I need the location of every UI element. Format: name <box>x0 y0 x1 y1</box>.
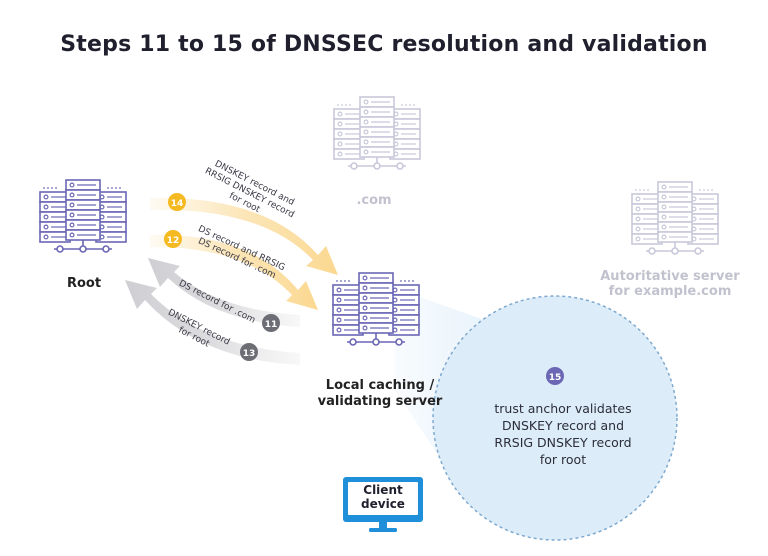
resolver-label-line2: validating server <box>317 394 443 409</box>
root-server-icon <box>39 179 127 253</box>
resolver-server-icon <box>332 272 420 346</box>
arrow-12-label: DS record and RRSIG DS record for .com <box>196 224 286 281</box>
validation-text-line2: DNSKEY record and <box>501 418 625 433</box>
svg-text:13: 13 <box>243 349 256 359</box>
client-label-line2: device <box>361 497 405 511</box>
step-15-badge: 15 <box>546 367 564 385</box>
validation-circle <box>432 295 678 541</box>
page-title: Steps 11 to 15 of DNSSEC resolution and … <box>60 32 708 57</box>
arrow-11 <box>148 258 300 327</box>
client-label-line1: Client <box>363 483 403 497</box>
validation-text-line1: trust anchor validates <box>494 401 632 416</box>
com-label: .com <box>356 193 392 208</box>
svg-text:11: 11 <box>265 320 278 330</box>
authoritative-server-icon <box>631 181 719 255</box>
svg-text:14: 14 <box>171 199 184 209</box>
authoritative-label: Autoritative server for example.com <box>590 269 750 299</box>
resolver-label: Local caching / validating server <box>310 378 450 410</box>
client-label: Client device <box>349 483 417 511</box>
step-12-badge: 12 <box>164 230 182 248</box>
step-11-badge: 11 <box>262 314 280 332</box>
root-label: Root <box>66 276 102 291</box>
svg-text:12: 12 <box>167 236 180 246</box>
step-14-badge: 14 <box>168 193 186 211</box>
authoritative-label-line1: Autoritative server <box>600 269 740 284</box>
resolver-label-line1: Local caching / <box>325 378 435 393</box>
authoritative-label-line2: for example.com <box>608 284 732 299</box>
validation-text-line3: RRSIG DNSKEY record <box>494 435 632 450</box>
monitor-icon <box>343 477 423 532</box>
com-server-icon <box>333 96 421 170</box>
validation-text-line4: for root <box>539 452 587 467</box>
validation-text: trust anchor validates DNSKEY record and… <box>468 400 658 468</box>
arrow-13 <box>125 280 300 365</box>
step-13-badge: 13 <box>240 343 258 361</box>
svg-text:15: 15 <box>549 373 562 383</box>
